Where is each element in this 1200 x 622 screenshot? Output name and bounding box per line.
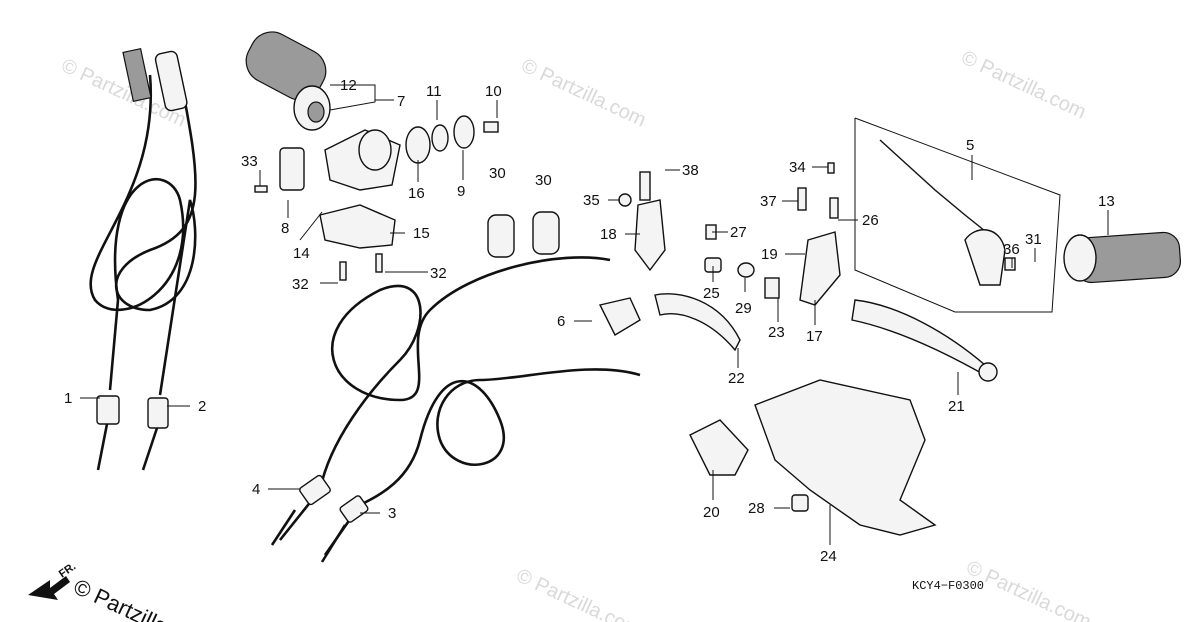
callout-30a: 30 — [489, 165, 506, 182]
direction-label: FR. — [57, 560, 78, 580]
handguard — [689, 379, 937, 536]
callout-22: 22 — [728, 370, 745, 387]
callout-33: 33 — [241, 153, 258, 170]
callout-11: 11 — [426, 83, 442, 100]
right-lever-assembly — [764, 162, 998, 382]
cable-adjuster — [96, 395, 120, 425]
callout-21: 21 — [948, 398, 965, 415]
cable-adjuster — [147, 397, 169, 429]
callout-31: 31 — [1025, 231, 1042, 248]
callout-27: 27 — [730, 224, 747, 241]
switch-assembly — [854, 117, 1061, 313]
callout-32b: 32 — [430, 265, 447, 282]
callout-17: 17 — [806, 328, 823, 345]
callout-4: 4 — [252, 481, 260, 498]
callout-6: 6 — [557, 313, 565, 330]
callout-15: 15 — [413, 225, 430, 242]
throttle-grip — [245, 31, 331, 131]
throttle-cables — [89, 47, 197, 471]
watermark: © Partzilla.com — [518, 55, 649, 132]
callout-3: 3 — [388, 505, 396, 522]
callout-16: 16 — [408, 185, 425, 202]
cable-end-boot — [154, 50, 188, 112]
arrow-icon — [28, 576, 70, 600]
callout-5: 5 — [966, 137, 974, 154]
callout-38: 38 — [682, 162, 699, 179]
callout-14: 14 — [293, 245, 310, 262]
callout-numbers: 1 2 3 4 5 6 7 8 9 10 11 12 13 14 15 16 1… — [64, 77, 1115, 565]
drawing-code: KCY4−F0300 — [912, 579, 984, 593]
callout-30b: 30 — [535, 172, 552, 189]
callout-12: 12 — [340, 77, 357, 94]
callout-37: 37 — [760, 193, 777, 210]
callout-29: 29 — [735, 300, 752, 317]
callout-13: 13 — [1098, 193, 1115, 210]
callout-7: 7 — [397, 93, 405, 110]
callout-34: 34 — [789, 159, 806, 176]
callout-32a: 32 — [292, 276, 309, 293]
callout-24: 24 — [820, 548, 837, 565]
watermark: © Partzilla.com — [958, 47, 1089, 124]
callout-1: 1 — [64, 390, 72, 407]
callout-35: 35 — [583, 192, 600, 209]
leader-lines — [80, 84, 1109, 545]
left-grip — [1063, 231, 1181, 284]
callout-8: 8 — [281, 220, 289, 237]
callout-9: 9 — [457, 183, 465, 200]
cable-guides — [487, 211, 560, 258]
callout-20: 20 — [703, 504, 720, 521]
lever-cables — [270, 256, 641, 563]
callout-36: 36 — [1003, 241, 1020, 258]
callout-26: 26 — [862, 212, 879, 229]
cable-adjuster — [339, 495, 369, 523]
callout-23: 23 — [768, 324, 785, 341]
callout-10: 10 — [485, 83, 502, 100]
left-lever-assembly — [598, 171, 755, 352]
callout-2: 2 — [198, 398, 206, 415]
corner-watermark: © Partzilla — [70, 574, 172, 622]
callout-28: 28 — [748, 500, 765, 517]
cable-adjuster — [299, 474, 331, 506]
callout-18: 18 — [600, 226, 617, 243]
throttle-housing — [254, 115, 499, 281]
watermark: © Partzilla.com — [513, 565, 644, 622]
callout-19: 19 — [761, 246, 778, 263]
callout-25: 25 — [703, 285, 720, 302]
cable-end-boot — [122, 47, 152, 103]
